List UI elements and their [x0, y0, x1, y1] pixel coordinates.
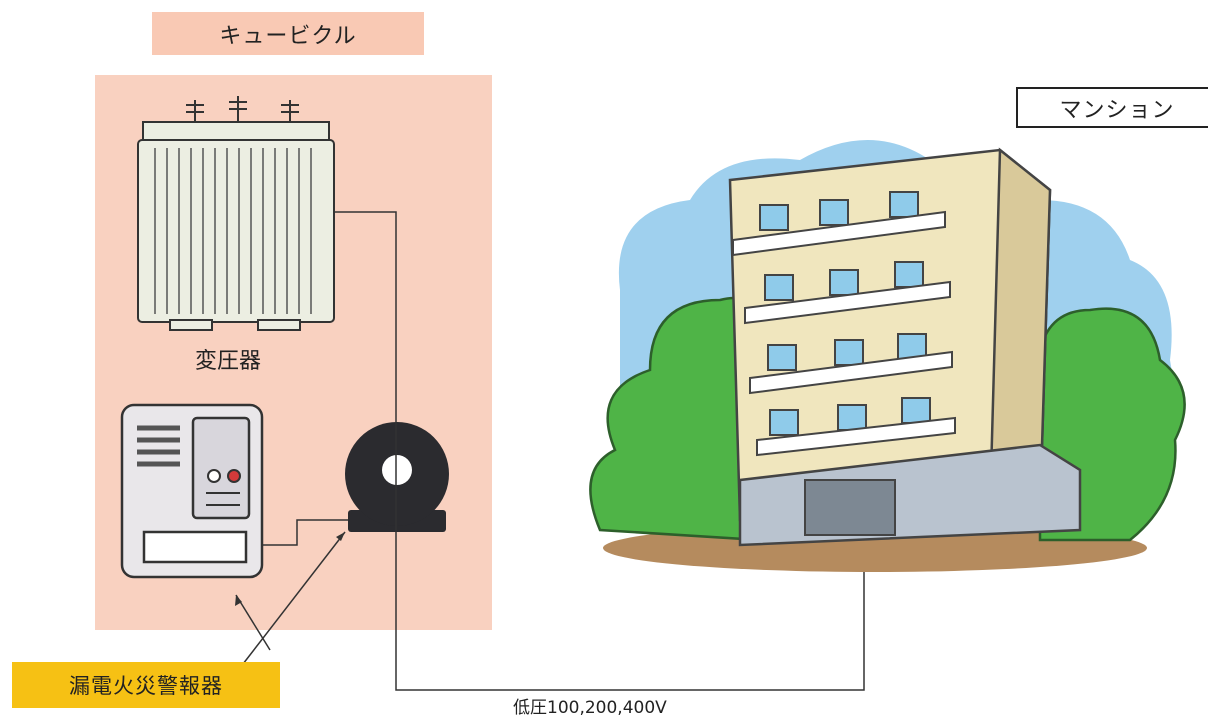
transformer-icon [137, 96, 335, 331]
arrowheads [235, 532, 345, 606]
low-voltage-label: 低圧100,200,400V [513, 698, 667, 718]
leakage-alarm-device-icon [120, 403, 264, 579]
wiring [235, 211, 865, 691]
current-transformer-icon [345, 422, 449, 532]
cubicle-label: キュービクル [152, 12, 424, 55]
mansion-label: マンション [1016, 87, 1208, 128]
mansion-building-icon [589, 140, 1186, 572]
leakage-alarm-label: 漏電火災警報器 [12, 662, 280, 708]
transformer-label: 変圧器 [195, 349, 262, 374]
